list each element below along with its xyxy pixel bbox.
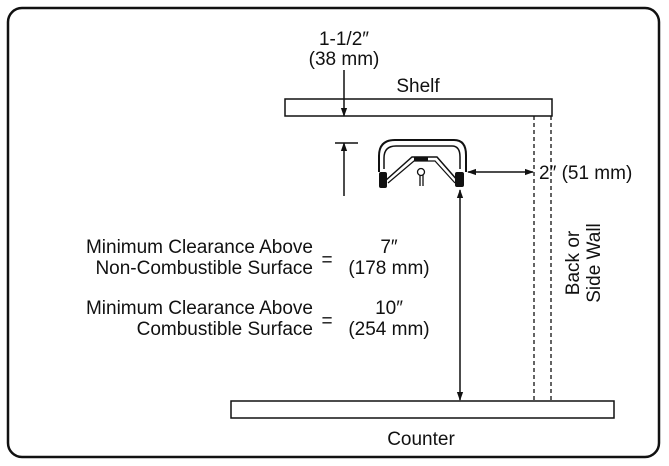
- combustible-imperial: 10″: [375, 298, 403, 319]
- wall-label-line2: Side Wall: [584, 223, 605, 303]
- noncombustible-label-line1: Minimum Clearance Above: [86, 237, 313, 258]
- combustible-label-line2: Combustible Surface: [137, 319, 313, 340]
- noncombustible-equals: =: [321, 250, 332, 271]
- counter-label: Counter: [387, 429, 455, 450]
- wall-label-line1: Back or: [563, 230, 584, 295]
- shelf-label: Shelf: [396, 76, 440, 97]
- shelf: [284, 98, 553, 117]
- counter: [230, 400, 615, 419]
- noncombustible-metric: (178 mm): [348, 258, 429, 279]
- side-dimension-label: 2″ (51 mm): [539, 163, 632, 184]
- diagram-frame: [6, 6, 661, 459]
- combustible-equals: =: [321, 311, 332, 332]
- top-dimension-imperial: 1-1/2″: [319, 29, 369, 50]
- heater-unit: [378, 139, 467, 188]
- noncombustible-imperial: 7″: [380, 237, 398, 258]
- top-dimension-metric: (38 mm): [309, 49, 380, 70]
- combustible-metric: (254 mm): [348, 319, 429, 340]
- combustible-label-line1: Minimum Clearance Above: [86, 298, 313, 319]
- noncombustible-label-line2: Non-Combustible Surface: [95, 258, 313, 279]
